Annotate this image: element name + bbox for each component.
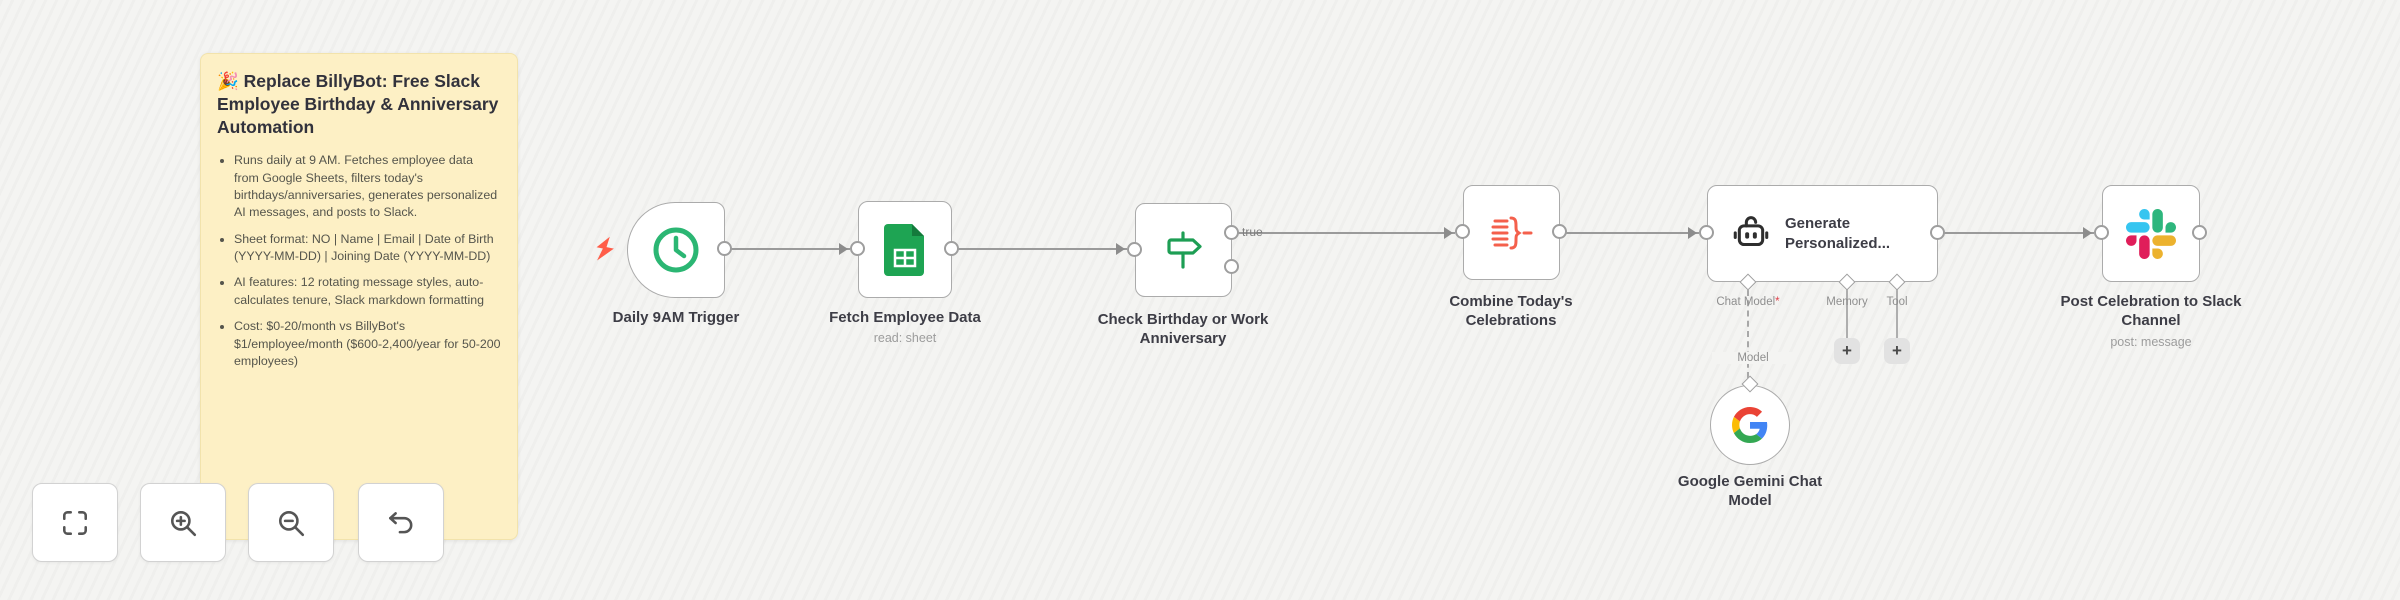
output-port[interactable] xyxy=(1552,224,1567,239)
zoom-in-button[interactable] xyxy=(140,483,226,562)
edge-arrowhead-icon xyxy=(839,243,848,255)
output-port-false[interactable] xyxy=(1224,259,1239,274)
node-daily-9am-trigger[interactable] xyxy=(627,202,725,298)
robot-icon xyxy=(1733,215,1769,246)
plus-icon: + xyxy=(1842,341,1852,360)
undo-icon xyxy=(389,511,413,533)
model-edge-label: Model xyxy=(1712,352,1794,364)
node-check-birthday-or-anniversary[interactable] xyxy=(1135,203,1232,297)
edge-arrowhead-icon xyxy=(1688,227,1697,239)
fit-view-button[interactable] xyxy=(32,483,118,562)
output-port[interactable] xyxy=(717,241,732,256)
slack-icon xyxy=(2126,208,2176,259)
node-subtitle: post: message xyxy=(2110,335,2192,349)
plus-icon: + xyxy=(1892,341,1902,360)
node-combine-todays-celebrations[interactable] xyxy=(1463,185,1560,280)
signpost-icon xyxy=(1166,231,1202,269)
google-g-icon xyxy=(1732,407,1768,443)
add-tool-button[interactable]: + xyxy=(1884,338,1910,364)
zoom-out-button[interactable] xyxy=(248,483,334,562)
sticky-note-bullet: Sheet format: NO | Name | Email | Date o… xyxy=(234,231,501,266)
aggregate-icon xyxy=(1491,216,1532,249)
sticky-note-title: 🎉 Replace BillyBot: Free Slack Employee … xyxy=(217,71,499,138)
node-label: Check Birthday or Work Anniversary xyxy=(1097,311,1269,348)
fit-view-icon xyxy=(63,510,88,535)
tool-port-label: Tool xyxy=(1886,296,1908,308)
memory-port-label: Memory xyxy=(1826,296,1868,308)
edge-if-true-to-combine[interactable] xyxy=(1232,232,1455,234)
output-port[interactable] xyxy=(2192,225,2207,240)
input-port[interactable] xyxy=(850,241,865,256)
zoom-in-icon xyxy=(171,510,197,536)
sticky-note[interactable]: 🎉 Replace BillyBot: Free Slack Employee … xyxy=(200,53,518,540)
node-label: Fetch Employee Data xyxy=(829,309,981,326)
input-port[interactable] xyxy=(1699,225,1714,240)
sticky-note-bullet: Cost: $0-20/month vs BillyBot's $1/emplo… xyxy=(234,318,501,370)
zoom-out-icon xyxy=(279,510,305,536)
clock-icon xyxy=(653,227,699,273)
node-label: Google Gemini Chat Model xyxy=(1677,473,1823,510)
chat-model-port-label: Chat Model* xyxy=(1716,296,1780,308)
edge-arrowhead-icon xyxy=(1444,227,1453,239)
edge-true-label: true xyxy=(1242,225,1263,239)
sticky-note-bullet: AI features: 12 rotating message styles,… xyxy=(234,274,501,309)
node-post-celebration-to-slack[interactable] xyxy=(2102,185,2200,282)
edge-arrowhead-icon xyxy=(1116,243,1125,255)
undo-button[interactable] xyxy=(358,483,444,562)
required-asterisk: * xyxy=(1775,296,1780,308)
edge-sheets-to-if[interactable] xyxy=(952,248,1127,250)
edge-chat-model-dashed[interactable] xyxy=(1747,290,1749,378)
node-generate-personalized[interactable]: Generate Personalized... xyxy=(1707,185,1938,282)
google-sheets-icon xyxy=(884,223,924,276)
node-label: Post Celebration to Slack Channel xyxy=(2060,293,2242,330)
node-label: Daily 9AM Trigger xyxy=(612,309,740,326)
sticky-note-bullet: Runs daily at 9 AM. Fetches employee dat… xyxy=(234,152,501,221)
node-fetch-employee-data[interactable] xyxy=(858,201,952,298)
output-port[interactable] xyxy=(944,241,959,256)
trigger-bolt-icon xyxy=(592,235,618,268)
node-inline-label: Generate Personalized... xyxy=(1785,215,1891,252)
node-subtitle: read: sheet xyxy=(873,331,937,345)
output-port-true[interactable] xyxy=(1224,225,1239,240)
output-port[interactable] xyxy=(1930,225,1945,240)
add-memory-button[interactable]: + xyxy=(1834,338,1860,364)
node-google-gemini-chat-model[interactable] xyxy=(1710,385,1790,465)
input-port[interactable] xyxy=(1455,224,1470,239)
edge-combine-to-agent[interactable] xyxy=(1560,232,1699,234)
edge-trigger-to-sheets[interactable] xyxy=(725,248,850,250)
node-label: Combine Today's Celebrations xyxy=(1449,293,1573,330)
input-port[interactable] xyxy=(2094,225,2109,240)
edge-arrowhead-icon xyxy=(2083,227,2092,239)
edge-memory[interactable] xyxy=(1846,289,1848,339)
edge-agent-to-slack[interactable] xyxy=(1938,232,2094,234)
sticky-note-list: Runs daily at 9 AM. Fetches employee dat… xyxy=(217,152,501,370)
input-port[interactable] xyxy=(1127,242,1142,257)
edge-tool[interactable] xyxy=(1896,289,1898,339)
